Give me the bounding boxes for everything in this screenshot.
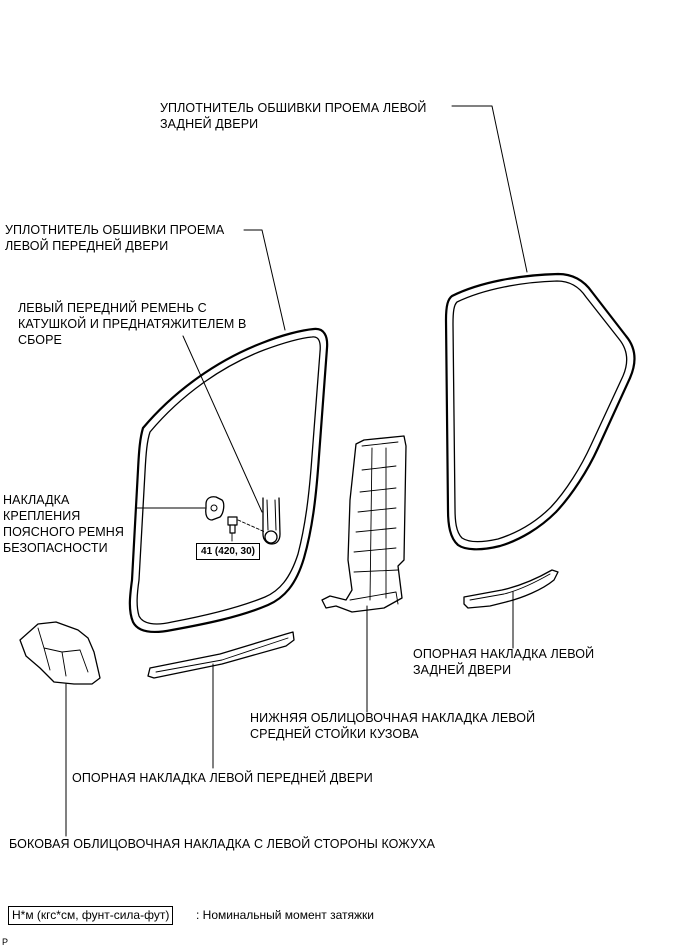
front-door-scuff-plate bbox=[147, 631, 295, 679]
label-line: БЕЗОПАСНОСТИ bbox=[3, 541, 108, 555]
label-lap-belt-anchor-cover: НАКЛАДКА КРЕПЛЕНИЯ ПОЯСНОГО РЕМНЯ БЕЗОПА… bbox=[3, 492, 124, 556]
label-line: ОПОРНАЯ НАКЛАДКА ЛЕВОЙ ПЕРЕДНЕЙ ДВЕРИ bbox=[72, 771, 373, 785]
label-rear-door-weatherstrip: УПЛОТНИТЕЛЬ ОБШИВКИ ПРОЕМА ЛЕВОЙ ЗАДНЕЙ … bbox=[160, 100, 427, 132]
legend-description: : Номинальный момент затяжки bbox=[196, 908, 374, 922]
seat-belt-bolt bbox=[227, 516, 266, 542]
lap-belt-anchor-cover bbox=[205, 496, 225, 521]
label-rear-door-scuff-plate: ОПОРНАЯ НАКЛАДКА ЛЕВОЙ ЗАДНЕЙ ДВЕРИ bbox=[413, 646, 594, 678]
corner-mark: P bbox=[2, 937, 9, 947]
label-front-seat-belt: ЛЕВЫЙ ПЕРЕДНИЙ РЕМЕНЬ С КАТУШКОЙ И ПРЕДН… bbox=[18, 300, 246, 348]
center-pillar-lower-garnish bbox=[321, 435, 407, 613]
rear-door-weatherstrip bbox=[444, 272, 636, 551]
leader-lines bbox=[65, 105, 528, 837]
label-front-door-scuff-plate: ОПОРНАЯ НАКЛАДКА ЛЕВОЙ ПЕРЕДНЕЙ ДВЕРИ bbox=[72, 770, 373, 786]
label-front-door-weatherstrip: УПЛОТНИТЕЛЬ ОБШИВКИ ПРОЕМА ЛЕВОЙ ПЕРЕДНЕ… bbox=[5, 222, 224, 254]
label-cowl-side-trim: БОКОВАЯ ОБЛИЦОВОЧНАЯ НАКЛАДКА С ЛЕВОЙ СТ… bbox=[9, 836, 435, 852]
label-line: СРЕДНЕЙ СТОЙКИ КУЗОВА bbox=[250, 727, 419, 741]
rear-door-scuff-plate bbox=[463, 569, 559, 609]
label-line: ПОЯСНОГО РЕМНЯ bbox=[3, 525, 125, 539]
label-line: УПЛОТНИТЕЛЬ ОБШИВКИ ПРОЕМА bbox=[5, 223, 225, 237]
legend-unit-box: Н*м (кгс*см, фунт-сила-фут) bbox=[8, 906, 174, 925]
label-line: ЗАДНЕЙ ДВЕРИ bbox=[160, 117, 259, 131]
label-line: ЛЕВОЙ ПЕРЕДНЕЙ ДВЕРИ bbox=[5, 239, 169, 253]
cowl-side-trim bbox=[19, 621, 101, 685]
torque-spec-box: 41 (420, 30) bbox=[196, 543, 260, 560]
label-line: СБОРЕ bbox=[18, 333, 62, 347]
label-line: КАТУШКОЙ И ПРЕДНАТЯЖИТЕЛЕМ В bbox=[18, 317, 247, 331]
label-line: УПЛОТНИТЕЛЬ ОБШИВКИ ПРОЕМА ЛЕВОЙ bbox=[160, 101, 427, 115]
label-line: КРЕПЛЕНИЯ bbox=[3, 509, 81, 523]
label-line: НАКЛАДКА bbox=[3, 493, 70, 507]
label-line: ОПОРНАЯ НАКЛАДКА ЛЕВОЙ bbox=[413, 647, 595, 661]
label-line: БОКОВАЯ ОБЛИЦОВОЧНАЯ НАКЛАДКА С ЛЕВОЙ СТ… bbox=[9, 837, 436, 851]
label-center-pillar-lower-garnish: НИЖНЯЯ ОБЛИЦОВОЧНАЯ НАКЛАДКА ЛЕВОЙ СРЕДН… bbox=[250, 710, 535, 742]
front-seat-belt-assembly bbox=[262, 497, 281, 545]
label-line: ЛЕВЫЙ ПЕРЕДНИЙ РЕМЕНЬ С bbox=[18, 301, 207, 315]
front-door-weatherstrip bbox=[128, 327, 329, 633]
label-line: НИЖНЯЯ ОБЛИЦОВОЧНАЯ НАКЛАДКА ЛЕВОЙ bbox=[250, 711, 536, 725]
label-line: ЗАДНЕЙ ДВЕРИ bbox=[413, 663, 512, 677]
